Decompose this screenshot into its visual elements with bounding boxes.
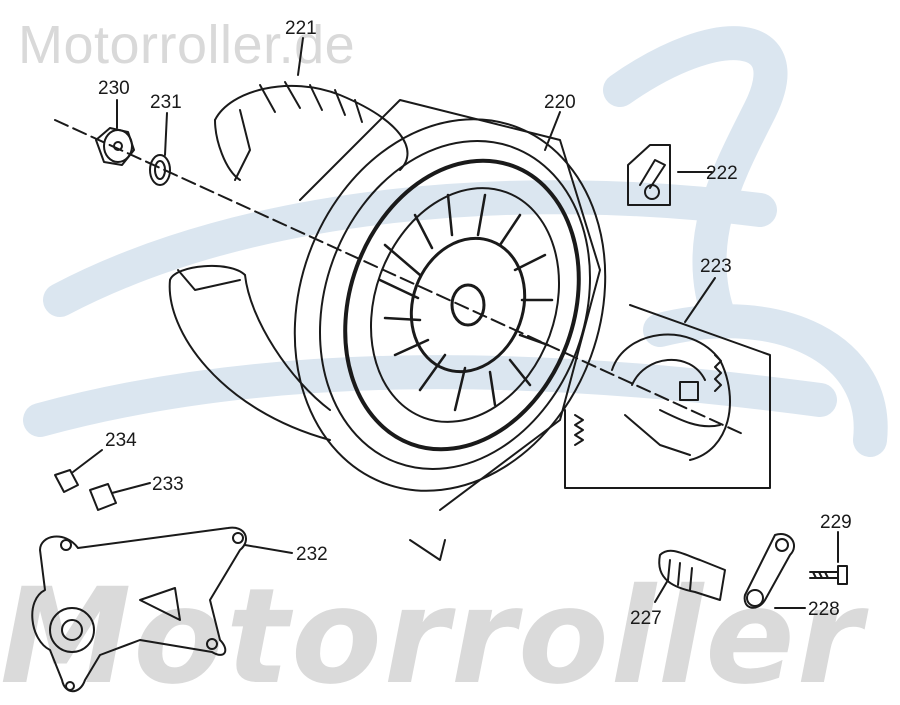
part-number-223: 223 bbox=[700, 256, 732, 277]
nut-part-230 bbox=[95, 127, 135, 166]
part-number-232: 232 bbox=[296, 544, 328, 565]
leader-232 bbox=[244, 544, 293, 554]
leader-231 bbox=[164, 112, 168, 156]
brake-shoe-set-part-223 bbox=[564, 304, 771, 489]
part-number-227: 227 bbox=[630, 608, 662, 629]
camshaft-part-227 bbox=[658, 549, 726, 601]
part-number-233: 233 bbox=[152, 474, 184, 495]
leader-221 bbox=[297, 37, 304, 76]
part-number-228: 228 bbox=[808, 599, 840, 620]
washer-part-231 bbox=[149, 154, 171, 186]
part-number-230: 230 bbox=[98, 78, 130, 99]
bushing-part-233 bbox=[89, 483, 117, 511]
brake-lever-part-228 bbox=[743, 533, 795, 609]
part-number-220: 220 bbox=[544, 92, 576, 113]
bracket-arm-part-232 bbox=[31, 526, 247, 693]
leader-233 bbox=[111, 482, 151, 494]
leader-223 bbox=[684, 277, 716, 323]
bolt-part-229 bbox=[809, 565, 848, 585]
valve-part-222 bbox=[627, 144, 671, 206]
bushing-part-234 bbox=[54, 469, 79, 493]
watermark-logo-bottom: Motorroller bbox=[0, 560, 864, 705]
leader-220 bbox=[544, 111, 561, 151]
part-number-229: 229 bbox=[820, 512, 852, 533]
part-number-222: 222 bbox=[706, 163, 738, 184]
leader-227 bbox=[654, 579, 669, 603]
part-number-221: 221 bbox=[285, 18, 317, 39]
tire-part-221 bbox=[168, 81, 409, 441]
leader-234 bbox=[72, 449, 103, 473]
part-number-234: 234 bbox=[105, 430, 137, 451]
part-number-231: 231 bbox=[150, 92, 182, 113]
wheel-rim-part-220 bbox=[293, 99, 607, 561]
